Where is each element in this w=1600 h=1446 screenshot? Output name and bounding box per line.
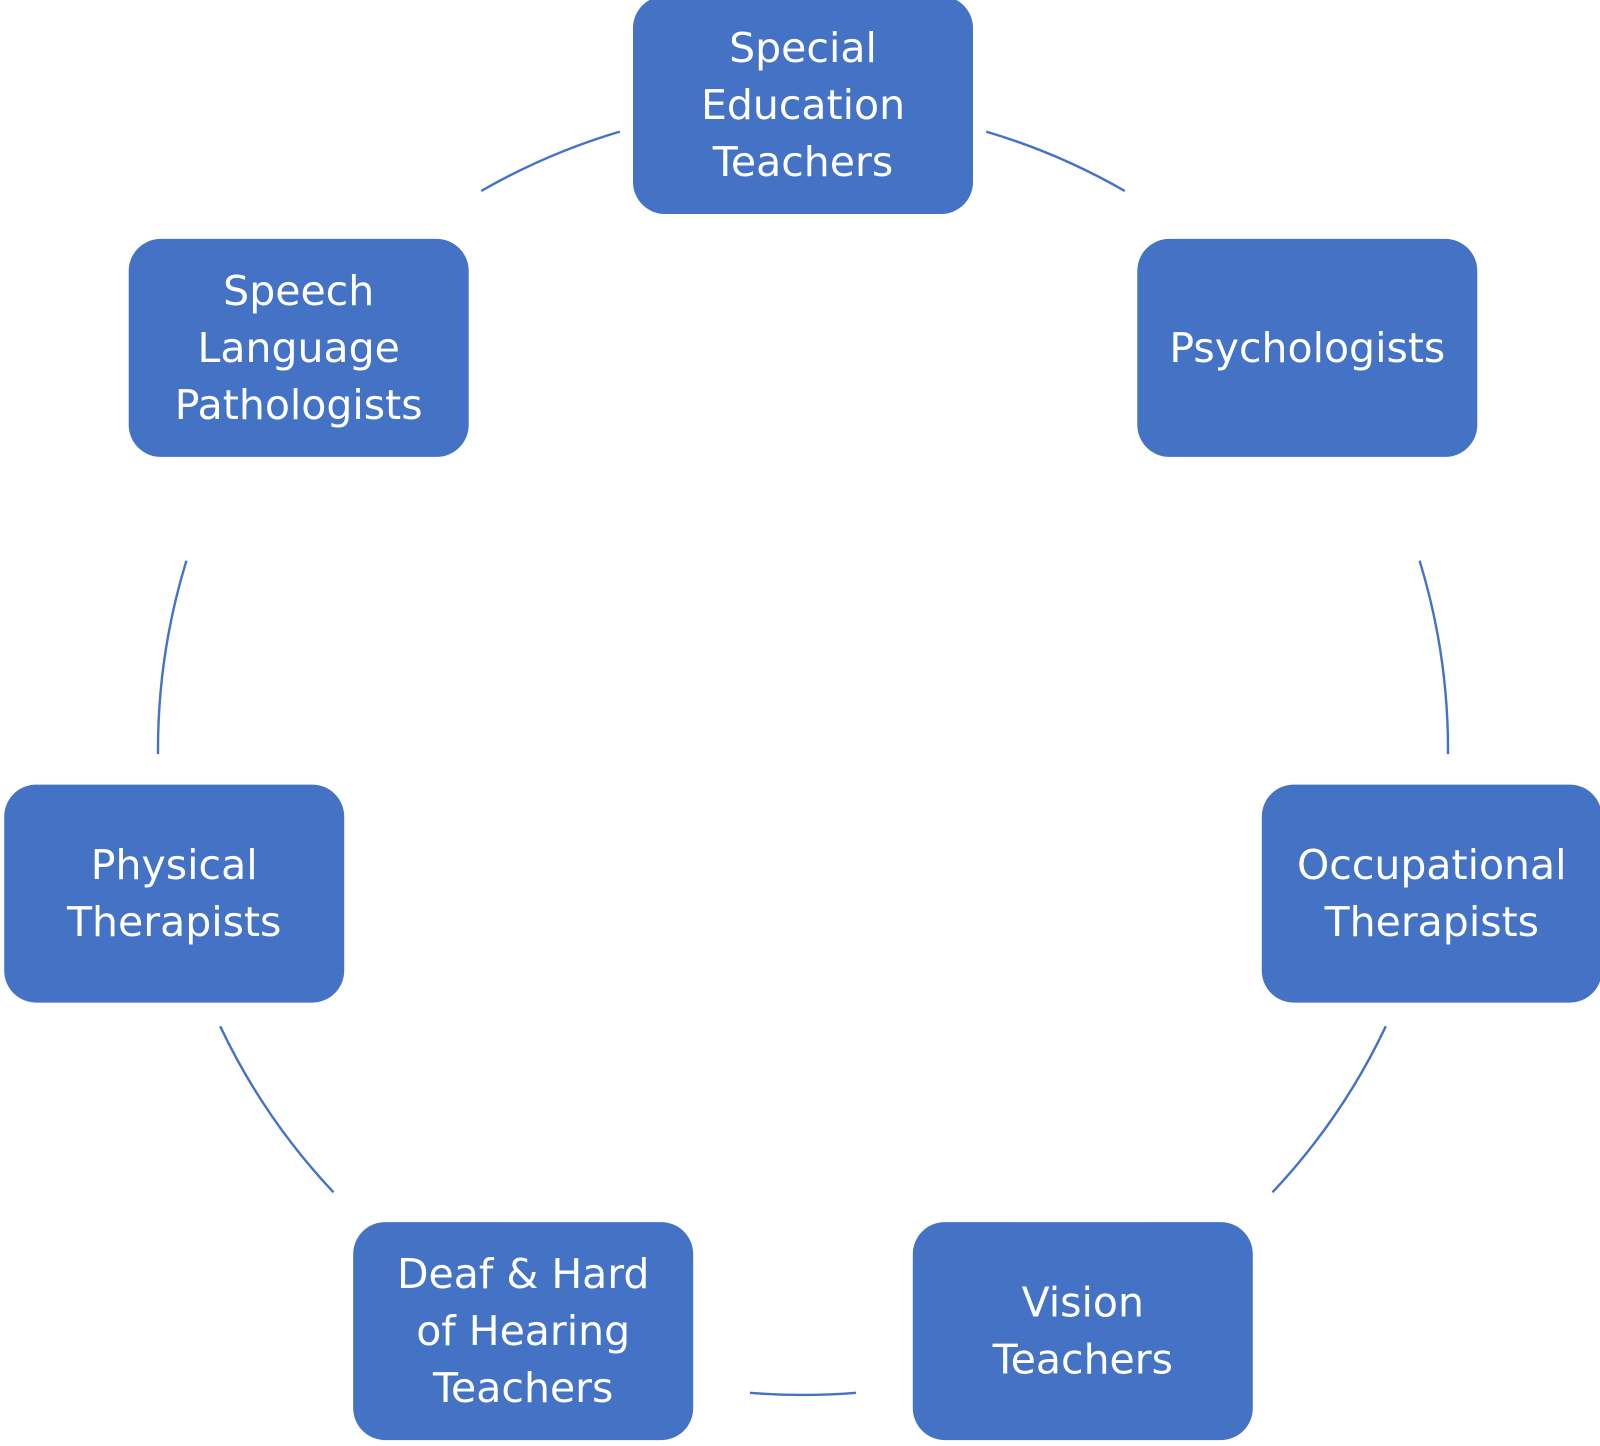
connector-vision-teachers-to-deaf-hard-of-hearing-teachers	[749, 1391, 857, 1397]
node-box-speech-language-pathologists	[128, 238, 469, 457]
node-psychologists: Psychologists	[1137, 238, 1478, 457]
connector-special-education-teachers-to-psychologists	[985, 130, 1126, 193]
connector-ring	[156, 130, 1450, 1397]
node-label-special-education-teachers-line-2: Education	[701, 81, 905, 129]
connector-speech-language-pathologists-to-special-education-teachers	[480, 130, 621, 193]
node-label-special-education-teachers-line-1: Special	[729, 24, 877, 72]
node-label-deaf-hard-of-hearing-teachers-line-3: Teachers	[432, 1364, 613, 1412]
node-box-occupational-therapists	[1261, 784, 1600, 1003]
node-label-vision-teachers-line-2: Teachers	[992, 1336, 1173, 1384]
node-label-physical-therapists-line-1: Physical	[91, 841, 258, 889]
node-label-deaf-hard-of-hearing-teachers-line-2: of Hearing	[416, 1307, 630, 1355]
connector-psychologists-to-occupational-therapists	[1418, 560, 1450, 755]
node-label-psychologists-line-1: Psychologists	[1169, 324, 1445, 372]
node-label-deaf-hard-of-hearing-teachers-line-1: Deaf & Hard	[397, 1250, 650, 1298]
node-label-occupational-therapists-line-2: Therapists	[1324, 898, 1539, 946]
node-label-occupational-therapists-line-1: Occupational	[1297, 841, 1567, 889]
node-label-vision-teachers-line-1: Vision	[1022, 1279, 1144, 1327]
node-label-speech-language-pathologists-line-1: Speech	[223, 267, 374, 315]
node-label-special-education-teachers-line-3: Teachers	[712, 138, 893, 186]
node-box-special-education-teachers	[633, 0, 973, 214]
node-label-speech-language-pathologists-line-3: Pathologists	[175, 381, 423, 429]
connector-physical-therapists-to-speech-language-pathologists	[156, 560, 188, 755]
node-box-vision-teachers	[912, 1222, 1253, 1441]
node-group: SpecialEducationTeachersPsychologistsOcc…	[4, 0, 1600, 1441]
node-box-psychologists	[1137, 238, 1478, 457]
node-label-physical-therapists-line-2: Therapists	[66, 898, 281, 946]
node-label-speech-language-pathologists-line-2: Language	[198, 324, 400, 372]
connector-deaf-hard-of-hearing-teachers-to-physical-therapists	[219, 1025, 335, 1194]
node-box-deaf-hard-of-hearing-teachers	[353, 1222, 694, 1441]
connector-occupational-therapists-to-vision-teachers	[1271, 1025, 1387, 1194]
node-box-physical-therapists	[4, 784, 345, 1003]
